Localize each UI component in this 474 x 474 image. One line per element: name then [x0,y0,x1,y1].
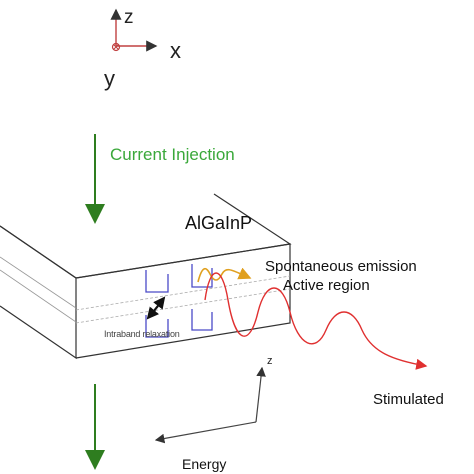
spontaneous-photon-arrow [197,267,252,283]
slab-top-face [0,193,292,279]
band-z-axis-label: z [267,355,273,367]
band-axes [154,366,266,444]
double-arrow-icon [146,296,166,320]
active-layer-top [75,275,291,311]
spontaneous-emission-label: Spontaneous emission [265,258,417,275]
z-axis-label: z [124,7,134,28]
z-axis-line [255,366,266,423]
slab-left-strip-1 [0,256,77,309]
active-layer-bottom [75,288,291,324]
slab-left-strip-2 [0,269,77,323]
circled-cross-icon [111,42,121,52]
stimulated-wave [204,272,428,370]
valence-band-edge [145,315,169,338]
conduction-band-edge [145,270,169,293]
slab-front-face [75,243,291,359]
energy-axis-label: Energy [182,456,227,472]
intraband-relaxation-label: Intraband relaxation [104,329,180,339]
active-region-label: Active region [283,277,370,294]
band-edge-profile [145,264,213,338]
current-injection-label: Current Injection [110,145,235,164]
valence-band-edge-2 [191,309,213,331]
stimulated-label: Stimulated [373,391,444,408]
axes-triad [110,8,158,52]
material-label: AlGaInP [185,213,253,233]
device-slab [0,193,292,360]
y-axis-label: y [104,66,115,91]
energy-axis-line [154,421,257,444]
slab-left-face [0,225,77,360]
x-axis-label: x [170,38,181,63]
